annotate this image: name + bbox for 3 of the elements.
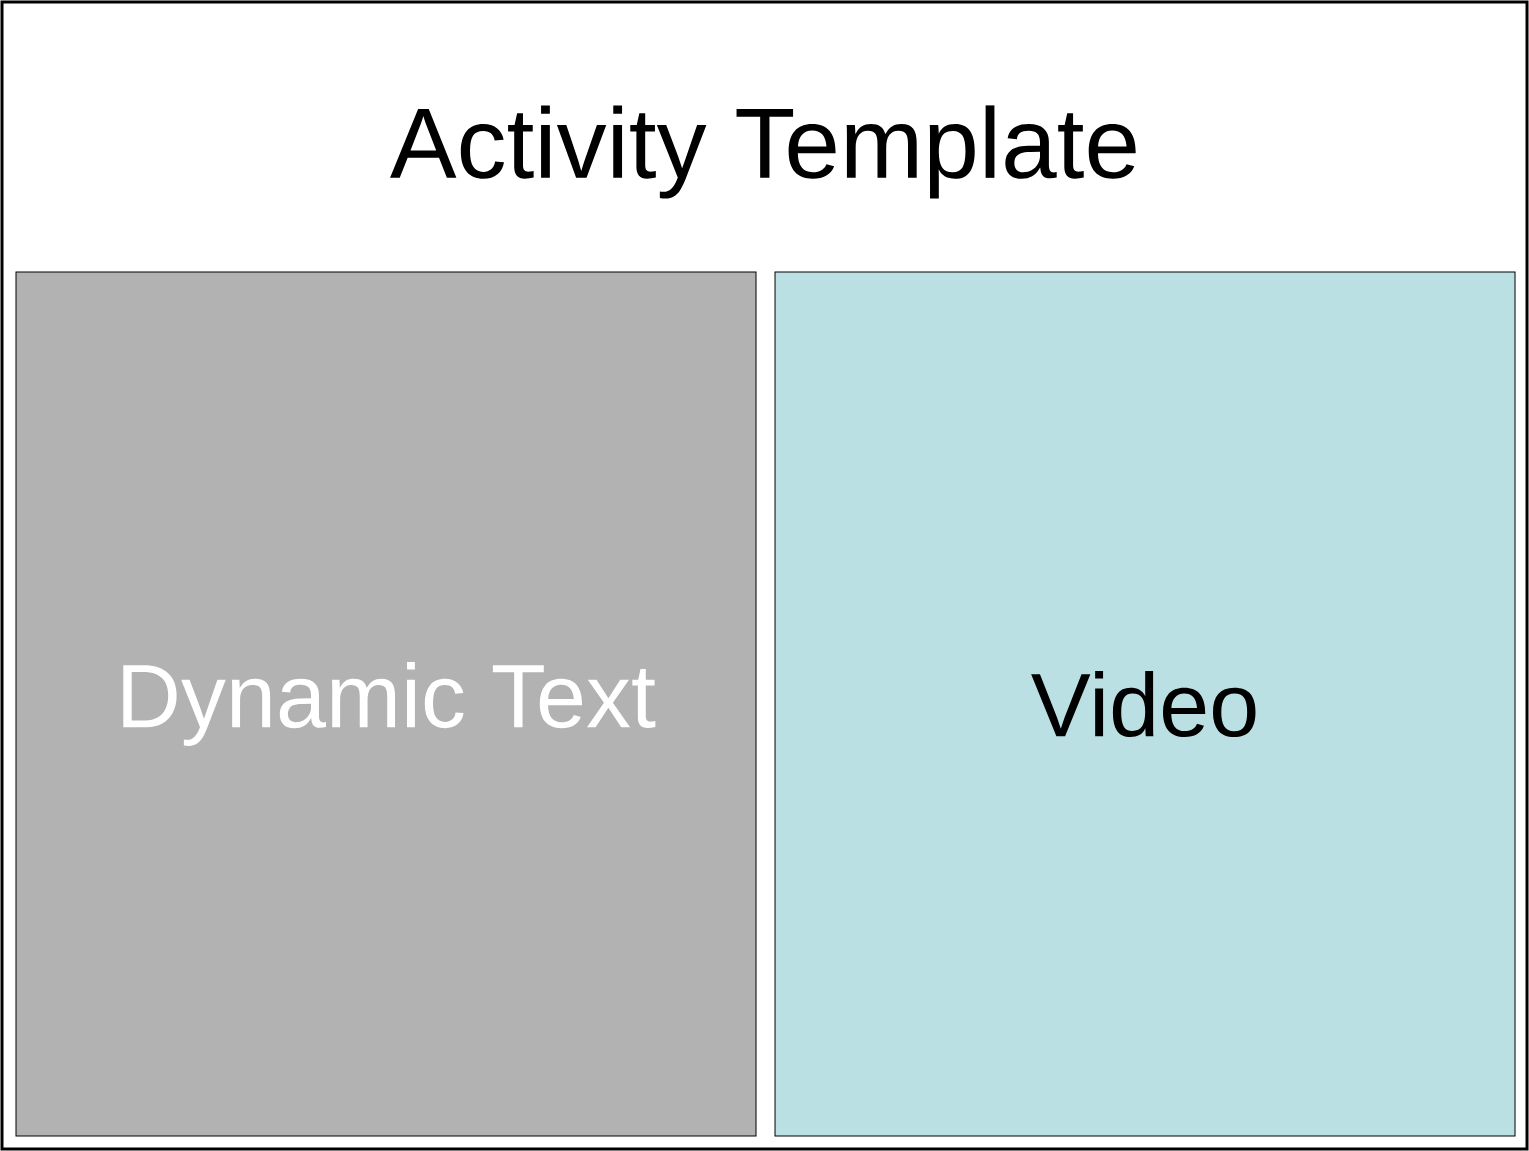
title: Activity Template (390, 105, 1136, 199)
content-box: Dynamic Text (15, 271, 757, 1137)
content-box: Video (774, 271, 1516, 1137)
